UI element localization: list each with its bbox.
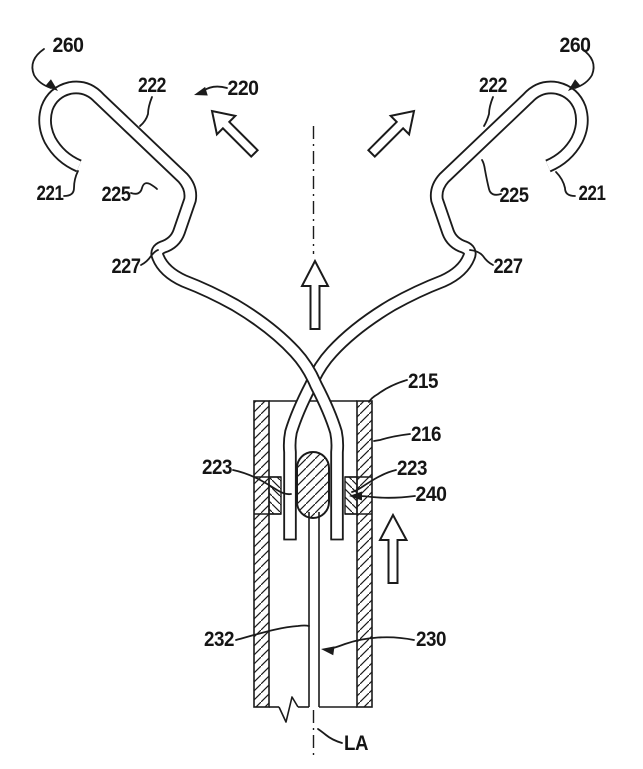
label-221-left: 221 <box>37 182 65 205</box>
inner-rod <box>308 512 320 707</box>
label-216: 216 <box>411 423 441 446</box>
tube-wall-left <box>253 400 270 708</box>
leader-227-left <box>140 249 159 266</box>
label-223-left: 223 <box>202 456 232 479</box>
leader-230 <box>332 636 415 649</box>
leader-223-left <box>232 469 292 496</box>
arrowhead-260-left <box>45 79 58 91</box>
arrowhead-220 <box>194 86 208 96</box>
label-axis-la: LA <box>344 732 368 755</box>
deployment-arrows <box>210 109 416 584</box>
label-260-right: 260 <box>560 34 591 57</box>
leader-221-left <box>63 170 79 197</box>
arrow-up-right-hollow <box>366 109 416 159</box>
leader-axis <box>317 728 343 744</box>
leader-216 <box>373 433 411 442</box>
leader-232 <box>235 624 310 641</box>
label-222-left: 222 <box>138 74 166 97</box>
tube-bottom-break <box>269 696 357 723</box>
leader-215 <box>368 379 408 403</box>
leader-225-right <box>481 159 502 196</box>
tube-wall-right <box>356 400 373 708</box>
arrowhead-240 <box>349 491 362 501</box>
delivery-tube <box>253 400 373 723</box>
leader-240 <box>358 495 416 499</box>
pad-left <box>268 476 282 515</box>
leader-223-right <box>351 469 397 493</box>
label-230: 230 <box>416 628 446 651</box>
label-232: 232 <box>204 628 234 651</box>
label-222-right: 222 <box>479 74 507 97</box>
label-215: 215 <box>408 370 439 393</box>
leader-lines <box>31 48 595 744</box>
label-221-right: 221 <box>579 182 607 205</box>
label-220: 220 <box>228 77 259 100</box>
label-225-left: 225 <box>102 183 132 206</box>
arrowheads <box>45 79 581 656</box>
arrow-up-center-hollow <box>300 258 330 330</box>
leader-260-right <box>574 48 595 89</box>
arrow-up-left-hollow <box>210 109 260 159</box>
leader-225-left <box>130 182 158 195</box>
arrowhead-260-right <box>568 79 581 91</box>
leader-222-right <box>483 96 494 127</box>
label-223-right: 223 <box>397 457 427 480</box>
leader-227-right <box>469 249 494 266</box>
label-260-left: 260 <box>53 34 84 57</box>
label-240: 240 <box>416 483 447 506</box>
arrow-up-tube-side-hollow <box>378 512 409 584</box>
leader-221-right <box>555 171 576 197</box>
label-227-right: 227 <box>494 255 523 278</box>
label-227-left: 227 <box>112 255 141 278</box>
reference-labels: 260 260 222 222 220 221 221 225 225 227 … <box>37 34 607 755</box>
leader-222-left <box>139 96 153 127</box>
leader-260-left <box>31 48 52 89</box>
ball-element <box>296 451 330 519</box>
label-225-right: 225 <box>500 184 530 207</box>
arrowhead-230 <box>321 646 335 656</box>
